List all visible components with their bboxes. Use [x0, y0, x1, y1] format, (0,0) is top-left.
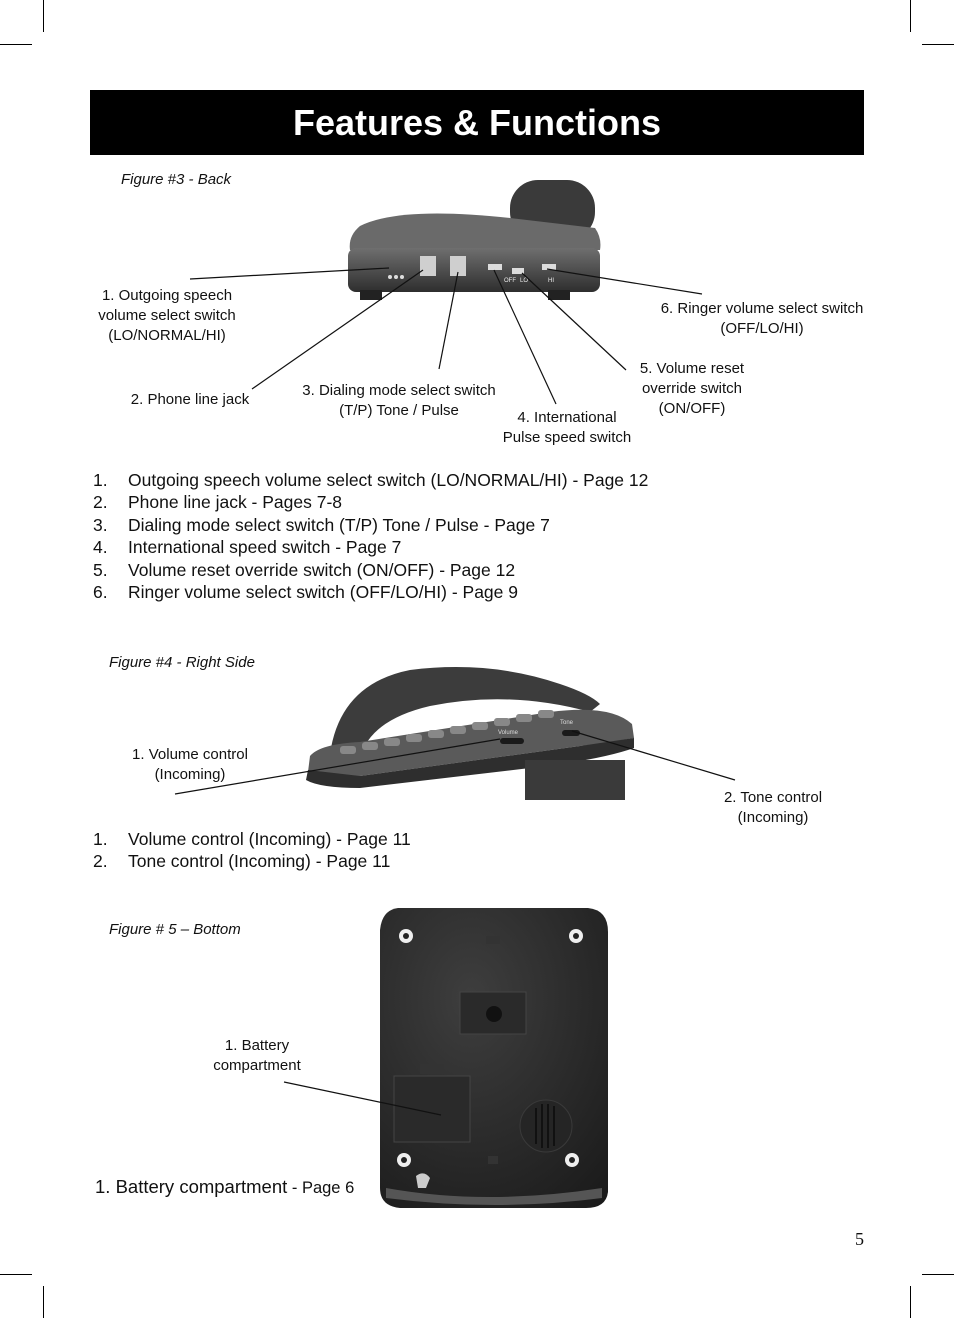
list-item: 1.Volume control (Incoming) - Page 11	[93, 829, 411, 849]
crop-mark	[910, 1286, 911, 1318]
device-label-hi: HI	[548, 278, 554, 284]
leader-line	[571, 730, 736, 781]
callout-phone-line-jack: 2. Phone line jack	[130, 391, 250, 408]
leader-line	[283, 1081, 442, 1116]
phone-bottom-illustration	[380, 908, 608, 1208]
crop-mark	[43, 1286, 44, 1318]
crop-mark	[922, 1274, 954, 1275]
figure4-list: 1.Volume control (Incoming) - Page 11 2.…	[93, 828, 411, 873]
figure5-caption: Figure # 5 – Bottom	[109, 921, 241, 938]
crop-mark	[0, 1274, 32, 1275]
leader-line	[546, 268, 703, 295]
phone-back-illustration: OFF LO HI	[348, 180, 601, 300]
list-item: 6.Ringer volume select switch (OFF/LO/HI…	[93, 582, 518, 603]
figure5-list-item: 1. Battery compartment - Page 6	[95, 1176, 355, 1197]
callout-volume-control: 1. Volume control(Incoming)	[132, 746, 248, 783]
list-item: 2.Phone line jack - Pages 7-8	[93, 492, 343, 513]
page-title: Features & Functions	[90, 90, 864, 155]
device-label-off: OFF	[504, 278, 516, 284]
figure3-list: 1.Outgoing speech volume select switch (…	[93, 469, 648, 603]
list-item: 5.Volume reset override switch (ON/OFF) …	[93, 559, 516, 580]
figure4-caption: Figure #4 - Right Side	[109, 654, 255, 671]
list-item: 2.Tone control (Incoming) - Page 11	[93, 851, 391, 872]
device-label-lo: LO	[520, 278, 528, 284]
leader-line	[174, 738, 501, 795]
list-item: 1.Outgoing speech volume select switch (…	[93, 470, 649, 490]
crop-mark	[910, 0, 911, 32]
callout-dialing-mode: 3. Dialing mode select switch(T/P) Tone …	[302, 382, 496, 419]
crop-mark	[43, 0, 44, 32]
crop-mark	[922, 44, 954, 45]
leader-line	[521, 272, 627, 371]
crop-mark	[0, 44, 32, 45]
phone-side-illustration: Volume Tone	[306, 667, 634, 800]
callout-ringer-volume: 6. Ringer volume select switch(OFF/LO/HI…	[660, 300, 864, 337]
leader-line	[189, 267, 390, 280]
list-item: 4.International speed switch - Page 7	[93, 537, 402, 558]
callout-tone-control: 2. Tone control(Incoming)	[723, 789, 823, 826]
device-label-tone: Tone	[560, 720, 574, 726]
list-item: 3.Dialing mode select switch (T/P) Tone …	[93, 514, 550, 535]
page-number: 5	[855, 1229, 864, 1249]
leader-line	[493, 269, 557, 405]
figure3-caption: Figure #3 - Back	[121, 171, 232, 188]
leader-line	[251, 269, 424, 390]
leader-line	[438, 271, 459, 370]
device-label-volume: Volume	[498, 730, 519, 736]
